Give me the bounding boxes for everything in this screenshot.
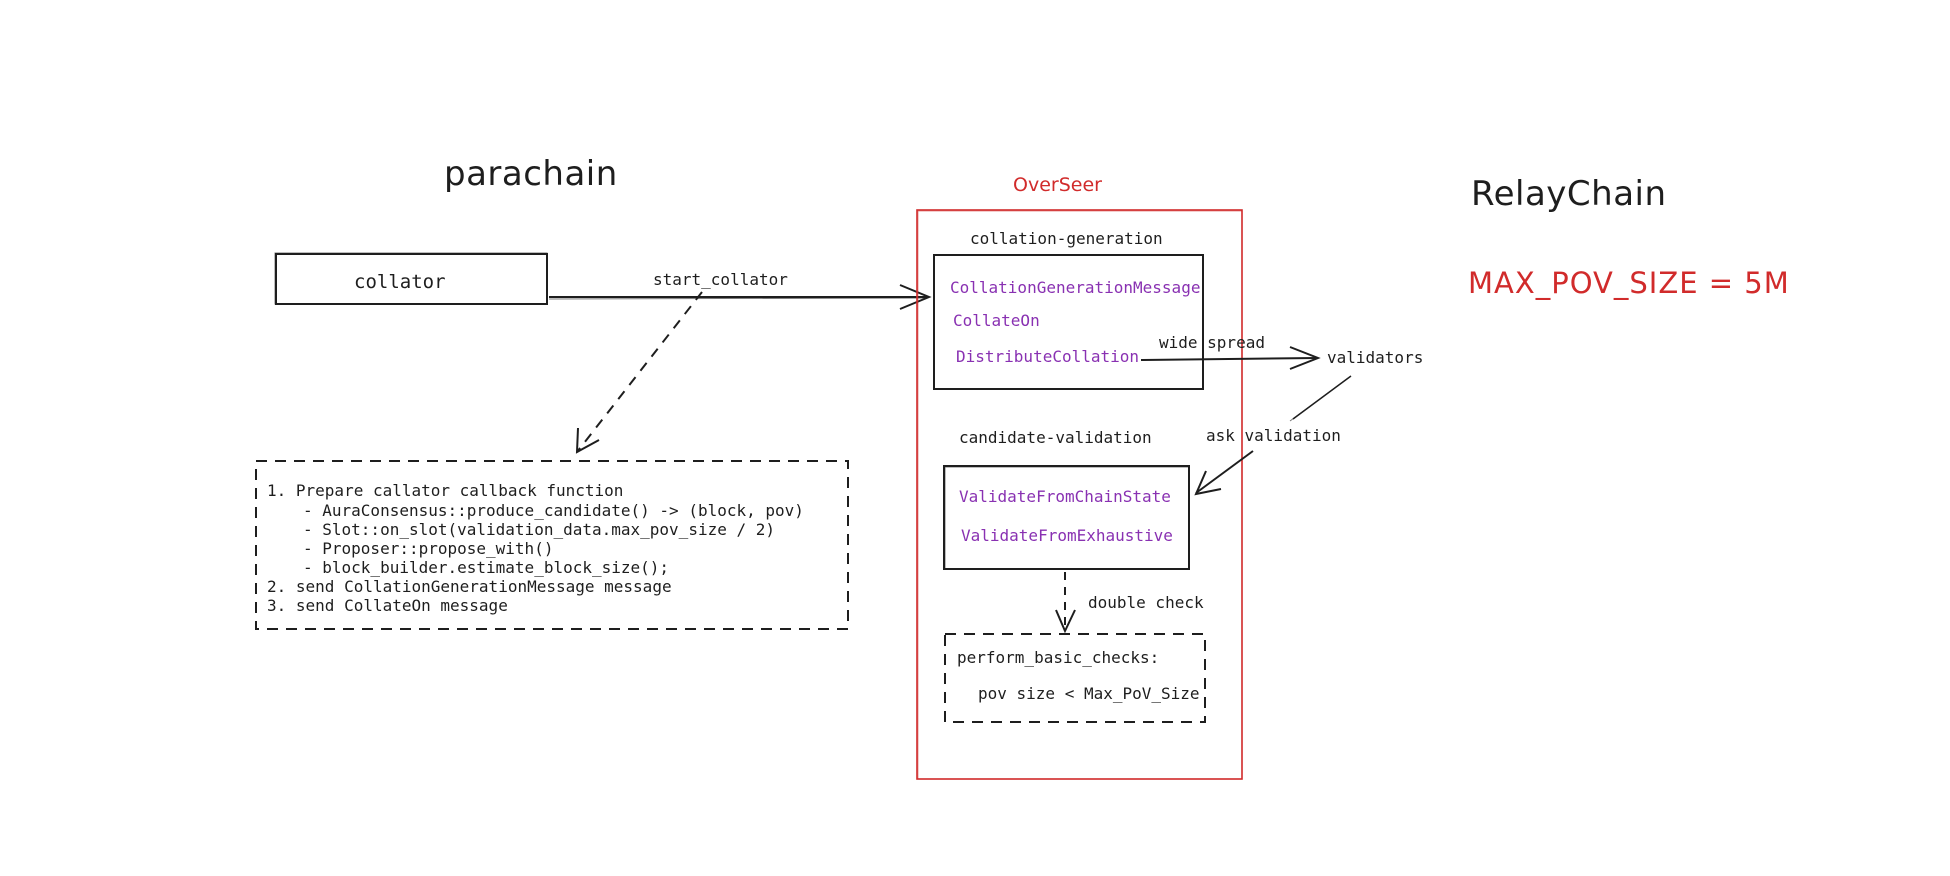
step-1-sub-3: - Proposer::propose_with() [303, 539, 553, 558]
steps-dashed-arrow [576, 291, 703, 453]
msg-collation-generation-message: CollationGenerationMessage [950, 278, 1200, 297]
parachain-title: parachain [444, 154, 618, 194]
collator-steps-box [255, 460, 849, 630]
wide-spread-label: wide spread [1159, 333, 1265, 352]
validators-label: validators [1327, 348, 1423, 367]
max-pov-size-constant: MAX_POV_SIZE = 5M [1468, 266, 1790, 300]
start-collator-label: start_collator [653, 270, 788, 289]
steps-dashed-arrowhead [575, 427, 600, 454]
overseer-title: OverSeer [1013, 174, 1102, 196]
ask-validation-arrow-lower [1195, 450, 1254, 494]
candidate-validation-title: candidate-validation [959, 428, 1152, 447]
ask-validation-label: ask validation [1206, 426, 1341, 445]
step-1-sub-4: - block_builder.estimate_block_size(); [303, 558, 669, 577]
collator-label: collator [354, 271, 446, 293]
collation-generation-title: collation-generation [970, 229, 1163, 248]
relaychain-title: RelayChain [1471, 174, 1667, 214]
wide-spread-arrowhead [1289, 346, 1321, 370]
step-3: 3. send CollateOn message [267, 596, 508, 615]
step-1-sub-1: - AuraConsensus::produce_candidate() -> … [303, 501, 804, 520]
candidate-validation-box [943, 465, 1190, 570]
ask-validation-arrowhead [1194, 470, 1222, 496]
start-collator-arrowhead [899, 284, 932, 310]
step-2: 2. send CollationGenerationMessage messa… [267, 577, 672, 596]
double-check-arrowhead [1055, 609, 1076, 634]
basic-checks-box [944, 633, 1206, 723]
step-1-sub-2: - Slot::on_slot(validation_data.max_pov_… [303, 520, 775, 539]
msg-distribute-collation: DistributeCollation [956, 347, 1139, 366]
step-1: 1. Prepare callator callback function [267, 481, 623, 500]
basic-checks-condition: pov size < Max_PoV_Size [978, 684, 1200, 703]
double-check-label: double check [1088, 593, 1204, 612]
msg-validate-from-exhaustive: ValidateFromExhaustive [961, 526, 1173, 545]
wide-spread-arrow [1140, 357, 1318, 361]
basic-checks-title: perform_basic_checks: [957, 648, 1159, 667]
msg-validate-from-chain-state: ValidateFromChainState [959, 487, 1171, 506]
msg-collate-on: CollateOn [953, 311, 1040, 330]
collation-generation-box [933, 254, 1204, 390]
